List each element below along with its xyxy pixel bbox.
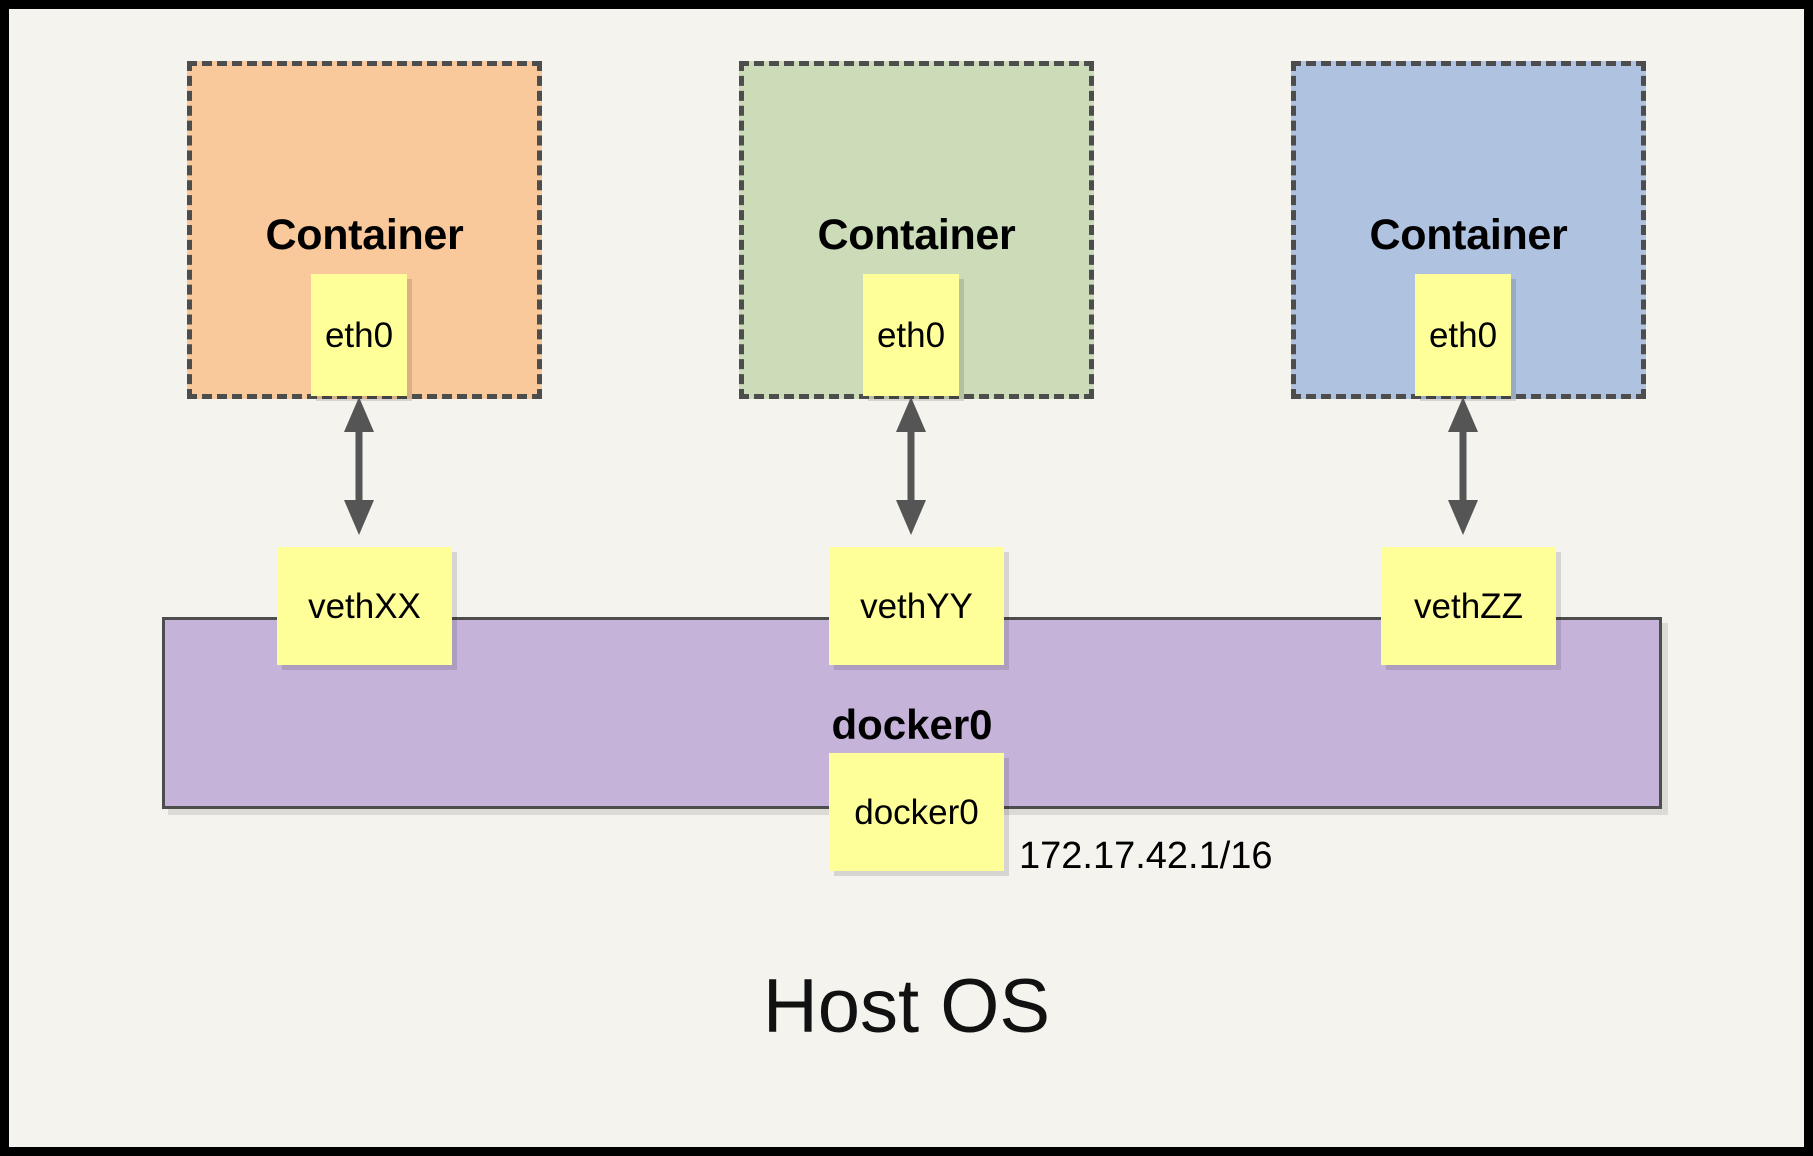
container-eth0-note-2: eth0: [863, 274, 959, 396]
veth-note-3: vethZZ: [1381, 547, 1556, 665]
container-eth0-note-1: eth0: [311, 274, 407, 396]
docker0-interface-label: docker0: [854, 792, 979, 832]
container-eth0-label-1: eth0: [324, 315, 394, 355]
container-eth0-label-2: eth0: [876, 315, 946, 355]
veth-label-3: vethZZ: [1414, 586, 1523, 626]
container-title-2: Container: [817, 211, 1016, 259]
diagram-stage: Container eth0 Container eth0 Container …: [9, 9, 1804, 1147]
container-title-1: Container: [265, 211, 464, 259]
veth-label-1: vethXX: [308, 586, 421, 626]
veth-note-2: vethYY: [829, 547, 1004, 665]
docker0-interface-note: docker0: [829, 753, 1004, 871]
container-eth0-label-3: eth0: [1428, 315, 1498, 355]
container-title-3: Container: [1369, 211, 1568, 259]
host-os-label: Host OS: [762, 964, 1051, 1049]
veth-label-2: vethYY: [860, 586, 973, 626]
container-eth0-note-3: eth0: [1415, 274, 1511, 396]
veth-note-1: vethXX: [277, 547, 452, 665]
double-headed-vertical-arrow-icon-1: [344, 397, 374, 535]
docker0-ip-label: 172.17.42.1/16: [1019, 835, 1273, 877]
double-headed-vertical-arrow-icon-2: [896, 397, 926, 535]
docker0-bridge-label: docker0: [831, 701, 993, 748]
double-headed-vertical-arrow-icon-3: [1448, 397, 1478, 535]
